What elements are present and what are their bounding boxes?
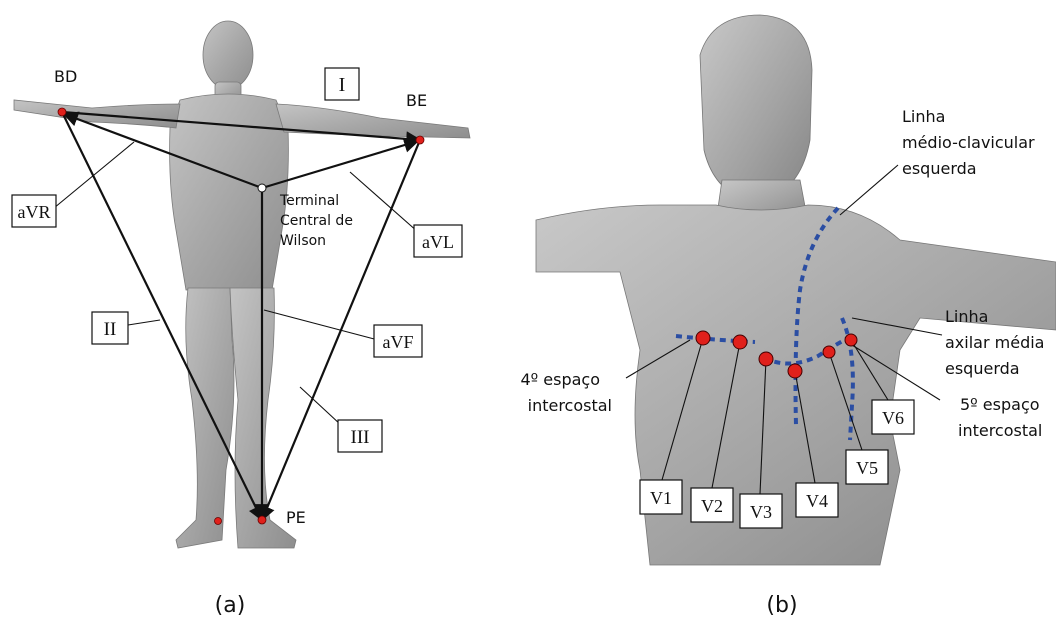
electrode-V1 <box>696 331 710 345</box>
electrode-right-leg <box>215 518 222 525</box>
axillary-label-1: Linha <box>945 307 988 326</box>
lead-box-aVL: aVL <box>414 225 462 257</box>
lead-box-V5: V5 <box>846 450 888 484</box>
wilson-central-terminal <box>258 184 266 192</box>
svg-text:aVL: aVL <box>422 232 454 252</box>
midclavicular-label-1: Linha <box>902 107 945 126</box>
label-PE: PE <box>286 508 306 527</box>
electrode-V5 <box>823 346 835 358</box>
lead-box-II: II <box>92 312 128 344</box>
midclavicular-label-3: esquerda <box>902 159 977 178</box>
wilson-label-line-1: Terminal <box>279 193 339 209</box>
lead-box-V6: V6 <box>872 400 914 434</box>
svg-text:III: III <box>351 427 370 448</box>
panel-b: Linha médio-clavicular esquerda Linha ax… <box>520 15 1056 618</box>
axillary-label-3: esquerda <box>945 359 1020 378</box>
lead-box-V2: V2 <box>691 488 733 522</box>
label-BD: BD <box>54 67 77 86</box>
caption-b: (b) <box>766 593 797 618</box>
electrode-V3 <box>759 352 773 366</box>
svg-text:aVR: aVR <box>18 202 51 222</box>
lead-box-aVF: aVF <box>374 325 422 357</box>
svg-text:V3: V3 <box>750 502 772 522</box>
lead-box-V3: V3 <box>740 494 782 528</box>
lead-box-I: I <box>325 68 359 100</box>
lead-box-aVR: aVR <box>12 195 56 227</box>
svg-text:I: I <box>339 74 346 96</box>
axillary-label-2: axilar média <box>945 333 1044 352</box>
fifth-space-label-1: 5º espaço <box>960 395 1040 414</box>
svg-text:V2: V2 <box>701 496 723 516</box>
label-BE: BE <box>406 91 427 110</box>
caption-a: (a) <box>215 593 246 618</box>
electrode-left-leg <box>258 516 266 524</box>
lead-box-V1: V1 <box>640 480 682 514</box>
wilson-label-line-3: Wilson <box>280 233 326 249</box>
lead-box-V4: V4 <box>796 483 838 517</box>
electrode-left-arm <box>416 136 424 144</box>
panel-a: BD BE PE Terminal Central de Wilson I aV… <box>12 21 470 618</box>
svg-text:V6: V6 <box>882 408 904 428</box>
electrode-V4 <box>788 364 802 378</box>
lead-box-III: III <box>338 420 382 452</box>
svg-text:V5: V5 <box>856 458 878 478</box>
wilson-label-line-2: Central de <box>280 213 353 229</box>
fourth-space-label-1: 4º espaço <box>520 370 600 389</box>
electrode-V2 <box>733 335 747 349</box>
midclavicular-label-2: médio-clavicular <box>902 133 1035 152</box>
svg-text:aVF: aVF <box>383 332 414 352</box>
fifth-space-label-2: intercostal <box>958 421 1042 440</box>
electrode-right-arm <box>58 108 66 116</box>
body-figure-a <box>14 21 470 548</box>
svg-text:V4: V4 <box>806 491 828 511</box>
fourth-space-label-2: intercostal <box>528 396 612 415</box>
svg-text:V1: V1 <box>650 488 672 508</box>
svg-text:II: II <box>104 319 117 340</box>
electrode-V6 <box>845 334 857 346</box>
